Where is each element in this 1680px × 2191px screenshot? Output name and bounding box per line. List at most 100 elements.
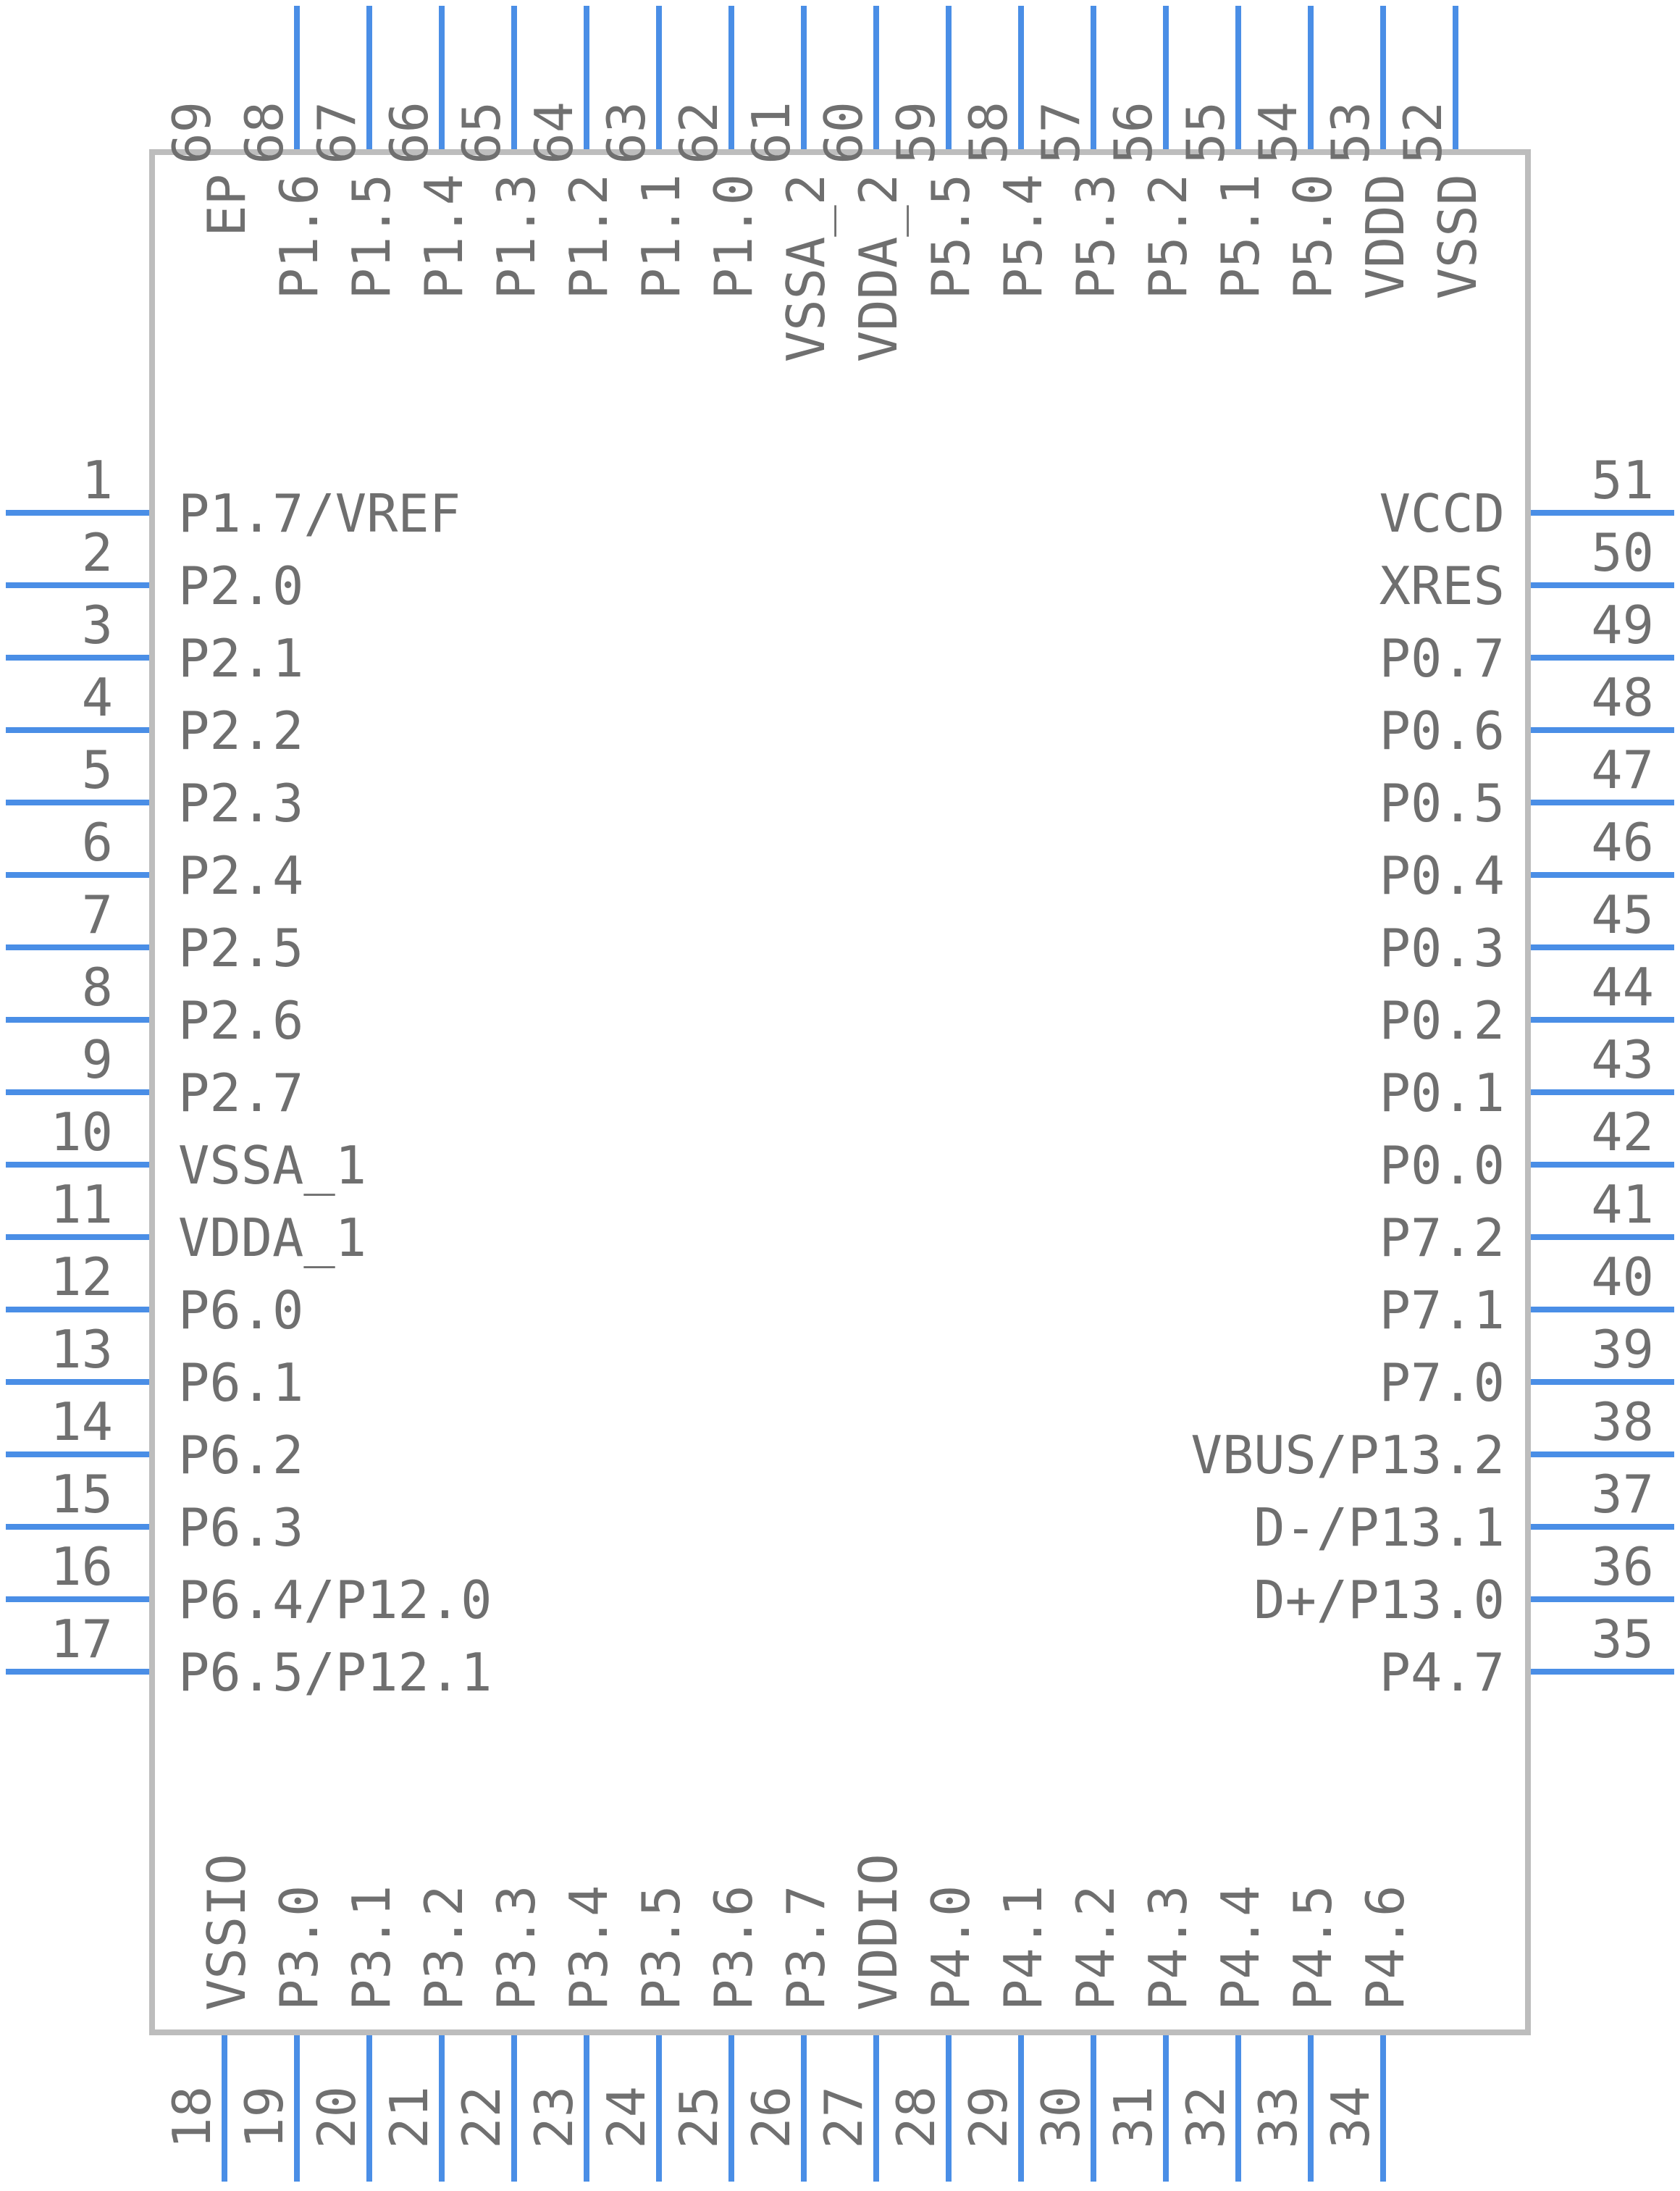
pin-number: 49 (1591, 595, 1654, 655)
pin-name: P6.3 (178, 1497, 303, 1558)
pin-name: P2.1 (178, 628, 303, 689)
pin-1: 1P1.7/VREF (6, 450, 461, 544)
pin-number: 20 (306, 2086, 367, 2149)
pin-number: 51 (1591, 450, 1654, 511)
pin-name: P0.1 (1379, 1063, 1505, 1123)
pin-number: 23 (524, 2086, 584, 2149)
pin-name: P3.1 (341, 1885, 402, 2011)
pin-name: P6.4/P12.0 (178, 1570, 492, 1630)
pin-number: 58 (958, 101, 1019, 164)
pin-name: P2.5 (178, 918, 303, 979)
pin-number: 32 (1175, 2086, 1236, 2149)
pin-number: 14 (50, 1391, 113, 1452)
pin-number: 39 (1591, 1319, 1654, 1380)
pin-number: 21 (379, 2086, 440, 2149)
left-pins: 1P1.7/VREF2P2.03P2.14P2.25P2.36P2.47P2.5… (6, 450, 492, 1703)
pin-number: 48 (1591, 667, 1654, 728)
pin-number: 59 (886, 101, 946, 164)
pin-number: 61 (741, 101, 802, 164)
pin-number: 2 (82, 522, 113, 583)
pin-name: P5.2 (1138, 174, 1198, 299)
pin-number: 40 (1591, 1247, 1654, 1307)
pin-8: 8P2.6 (6, 957, 303, 1051)
pin-number: 17 (50, 1609, 113, 1670)
pin-name: P1.2 (558, 174, 619, 299)
pin-name: P0.3 (1379, 918, 1505, 979)
pin-number: 68 (234, 101, 295, 164)
pin-name: VCCD (1379, 483, 1505, 544)
pin-name: P1.0 (703, 174, 764, 299)
pin-name: P6.0 (178, 1280, 303, 1341)
pin-name: P0.7 (1379, 628, 1505, 689)
pin-number: 26 (741, 2086, 802, 2149)
pin-name: P7.2 (1379, 1207, 1505, 1268)
bottom-pins: 18VSSIO19P3.020P3.121P3.222P3.323P3.424P… (161, 1853, 1416, 2182)
pin-name: P3.7 (776, 1885, 836, 2011)
pin-number: 13 (50, 1319, 113, 1380)
pin-number: 12 (50, 1247, 113, 1307)
pin-6: 6P2.4 (6, 812, 303, 906)
pin-number: 45 (1591, 884, 1654, 945)
pin-number: 46 (1591, 812, 1654, 873)
pin-name: P5.1 (1210, 174, 1271, 299)
pin-number: 62 (668, 101, 729, 164)
pin-number: 43 (1591, 1029, 1654, 1090)
pin-name: P4.5 (1282, 1885, 1343, 2011)
pin-2: 2P2.0 (6, 522, 303, 616)
right-pins: 51VCCD50XRES49P0.748P0.647P0.546P0.445P0… (1191, 450, 1674, 1703)
pin-37: 37D-/P13.1 (1253, 1464, 1674, 1558)
pin-number: 53 (1320, 101, 1381, 164)
pin-number: 10 (50, 1102, 113, 1162)
pin-name: P1.6 (269, 174, 329, 299)
pin-name: VSSD (1427, 174, 1488, 299)
pin-number: 11 (50, 1174, 113, 1235)
pin-name: P0.6 (1379, 700, 1505, 761)
pin-number: 9 (82, 1029, 113, 1090)
pin-name: P4.6 (1355, 1885, 1416, 2011)
pin-5: 5P2.3 (6, 740, 303, 834)
pin-9: 9P2.7 (6, 1029, 303, 1123)
pin-number: 1 (82, 450, 113, 511)
pin-number: 52 (1393, 101, 1453, 164)
pin-4: 4P2.2 (6, 667, 303, 761)
pin-number: 18 (161, 2086, 222, 2149)
pin-name: P4.2 (1065, 1885, 1126, 2011)
pin-number: 56 (1103, 101, 1164, 164)
pin-number: 24 (596, 2086, 657, 2149)
pin-name: P5.4 (993, 174, 1054, 299)
pin-number: 64 (524, 101, 584, 164)
pin-number: 28 (886, 2086, 946, 2149)
pin-name: VSSIO (196, 1853, 257, 2011)
pin-name: VBUS/P13.2 (1191, 1425, 1505, 1486)
pin-number: 63 (596, 101, 657, 164)
pin-18: 18 VSSIO (161, 1853, 257, 2182)
pin-name: VDDA_2 (848, 174, 909, 362)
pin-number: 55 (1175, 101, 1236, 164)
pin-number: 36 (1591, 1536, 1654, 1597)
